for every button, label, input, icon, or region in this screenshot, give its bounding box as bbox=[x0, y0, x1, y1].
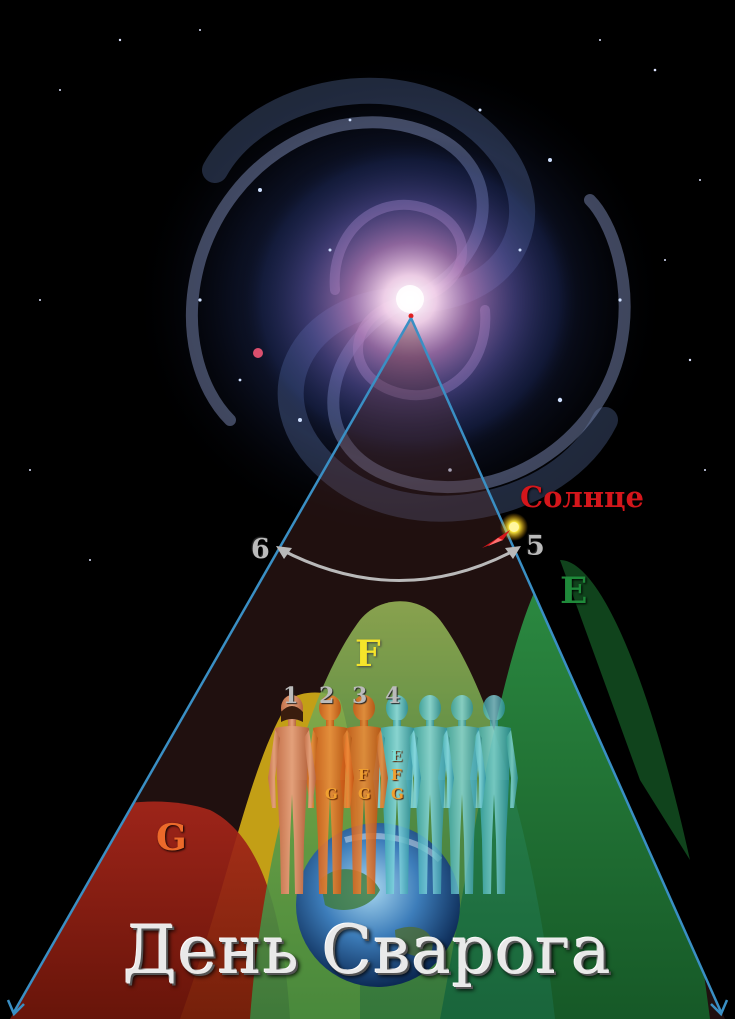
page-title: День Сварога bbox=[0, 918, 735, 984]
point-6-label: 6 bbox=[251, 536, 270, 563]
zone-f-label: F bbox=[355, 636, 381, 672]
figure3-letter-g: G bbox=[358, 787, 371, 802]
figure4-letter-g: G bbox=[391, 787, 404, 802]
point-5-label: 5 bbox=[526, 533, 545, 560]
figure-number-2: 2 bbox=[319, 685, 334, 707]
sun-label: Солнце bbox=[520, 483, 644, 512]
figure4-letter-f: F bbox=[391, 768, 402, 783]
figure2-letter-g: G bbox=[325, 787, 338, 802]
figure-number-4: 4 bbox=[385, 685, 400, 707]
figure4-letter-e: E bbox=[391, 749, 402, 764]
zone-g-label: G bbox=[156, 820, 187, 856]
figure-number-1: 1 bbox=[283, 685, 298, 707]
figure-number-3: 3 bbox=[352, 685, 367, 707]
figure3-letter-f: F bbox=[358, 768, 369, 783]
zone-e-label: E bbox=[560, 573, 587, 609]
